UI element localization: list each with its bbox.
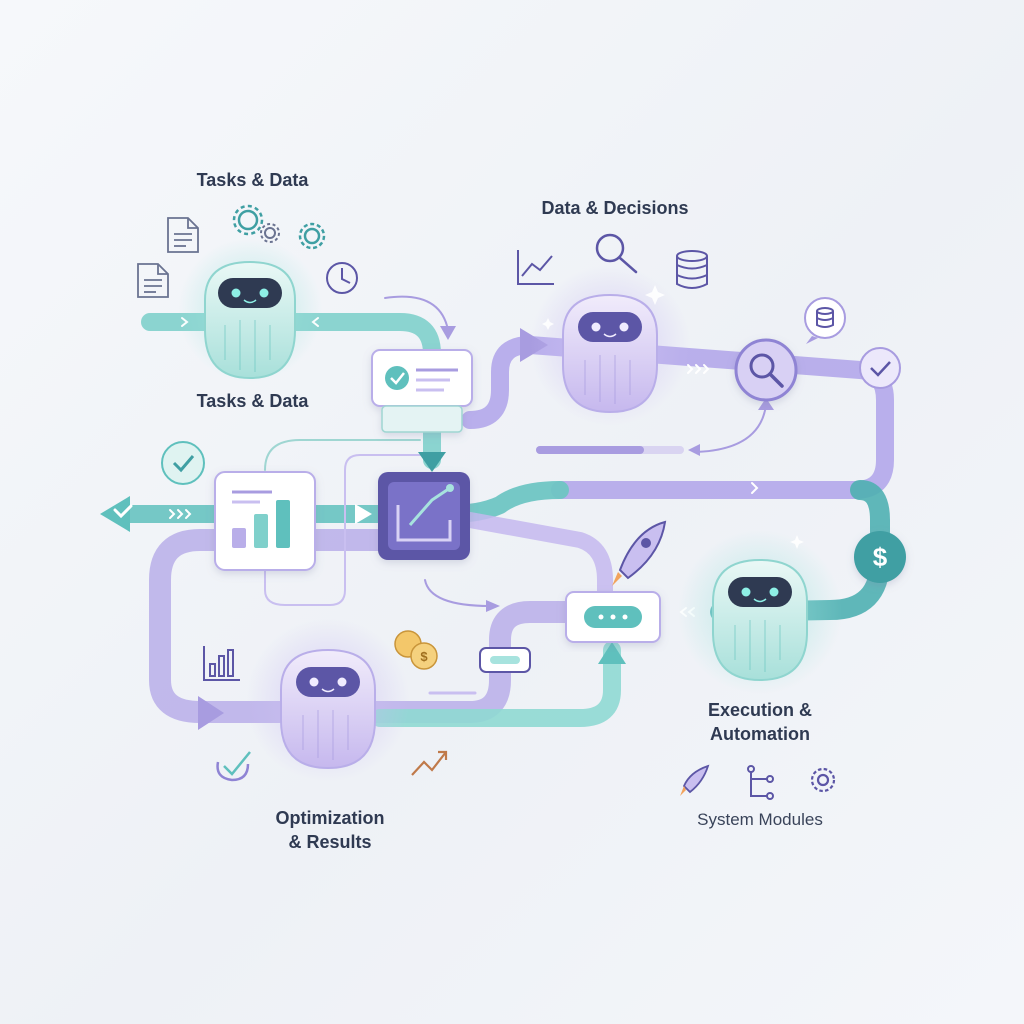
arrow-right-small (355, 504, 372, 524)
robot-decisions (530, 265, 690, 425)
arrow-down-head (418, 452, 446, 472)
label-tasks-data-mid: Tasks & Data (196, 391, 309, 411)
thin-arrow-right (694, 404, 767, 453)
robot-execution (678, 530, 842, 694)
dollar-node: $ (854, 531, 906, 583)
thin-connector-2 (264, 454, 421, 606)
arrow-right-head-2 (198, 696, 224, 730)
trend-arrow-icon (411, 750, 448, 776)
panel-bar-chart (214, 471, 316, 571)
pipe-bottom-teal (371, 641, 621, 727)
document-icon-2 (137, 263, 169, 298)
arrow-thin-head-2 (486, 600, 500, 612)
label-optimization-line2: & Results (288, 832, 372, 852)
line-chart-icon (517, 250, 554, 285)
rocket-icon-large (612, 520, 667, 586)
magnifier-icon (595, 233, 638, 274)
thin-arrow-top (384, 295, 449, 331)
gear-icon-small (260, 223, 280, 243)
sparkles (542, 285, 804, 549)
label-data-decisions: Data & Decisions (541, 198, 689, 218)
label-tasks-data-top: Tasks & Data (196, 170, 309, 190)
arrowheads (100, 326, 774, 730)
label-system-modules: System Modules (697, 810, 823, 829)
label-optimization-line1: Optimization (275, 808, 385, 828)
database-icon (676, 250, 708, 289)
robot-optimization (246, 618, 410, 782)
mini-toggle (479, 647, 531, 673)
gear-icon-modules (810, 767, 836, 793)
check-node-right (859, 347, 901, 389)
label-execution-line1: Execution & (707, 700, 813, 720)
clock-icon (326, 262, 358, 294)
card-checklist (371, 349, 473, 433)
database-bubble (804, 297, 846, 344)
panel-monitor (378, 472, 470, 560)
arrow-thin-head-3 (758, 398, 774, 410)
gear-icon-3 (298, 222, 326, 250)
check-icon-bottom (216, 751, 251, 782)
pill-dots (565, 591, 661, 643)
arrow-left-head (100, 496, 130, 532)
arrow-thin-head-1 (440, 326, 456, 340)
robot-tasks (178, 238, 322, 382)
dollar-node-symbol: $ (873, 542, 888, 572)
arrow-up-head (598, 642, 626, 664)
coin-symbol: $ (420, 649, 428, 664)
flow-icon (747, 765, 774, 800)
coins-icon: $ (394, 630, 438, 670)
thin-arrow-mid (424, 579, 491, 607)
bar-chart-icon (203, 646, 240, 681)
label-execution-line2: Automation (710, 724, 810, 744)
arrow-thin-head-4 (688, 444, 700, 456)
pipe-center-purple (462, 512, 613, 604)
check-node-left (161, 441, 205, 485)
rocket-icon-small (680, 764, 710, 796)
thin-connector-1 (264, 439, 421, 471)
document-icon (167, 217, 199, 253)
magnifier-node (734, 338, 798, 402)
gear-icon (232, 204, 264, 236)
